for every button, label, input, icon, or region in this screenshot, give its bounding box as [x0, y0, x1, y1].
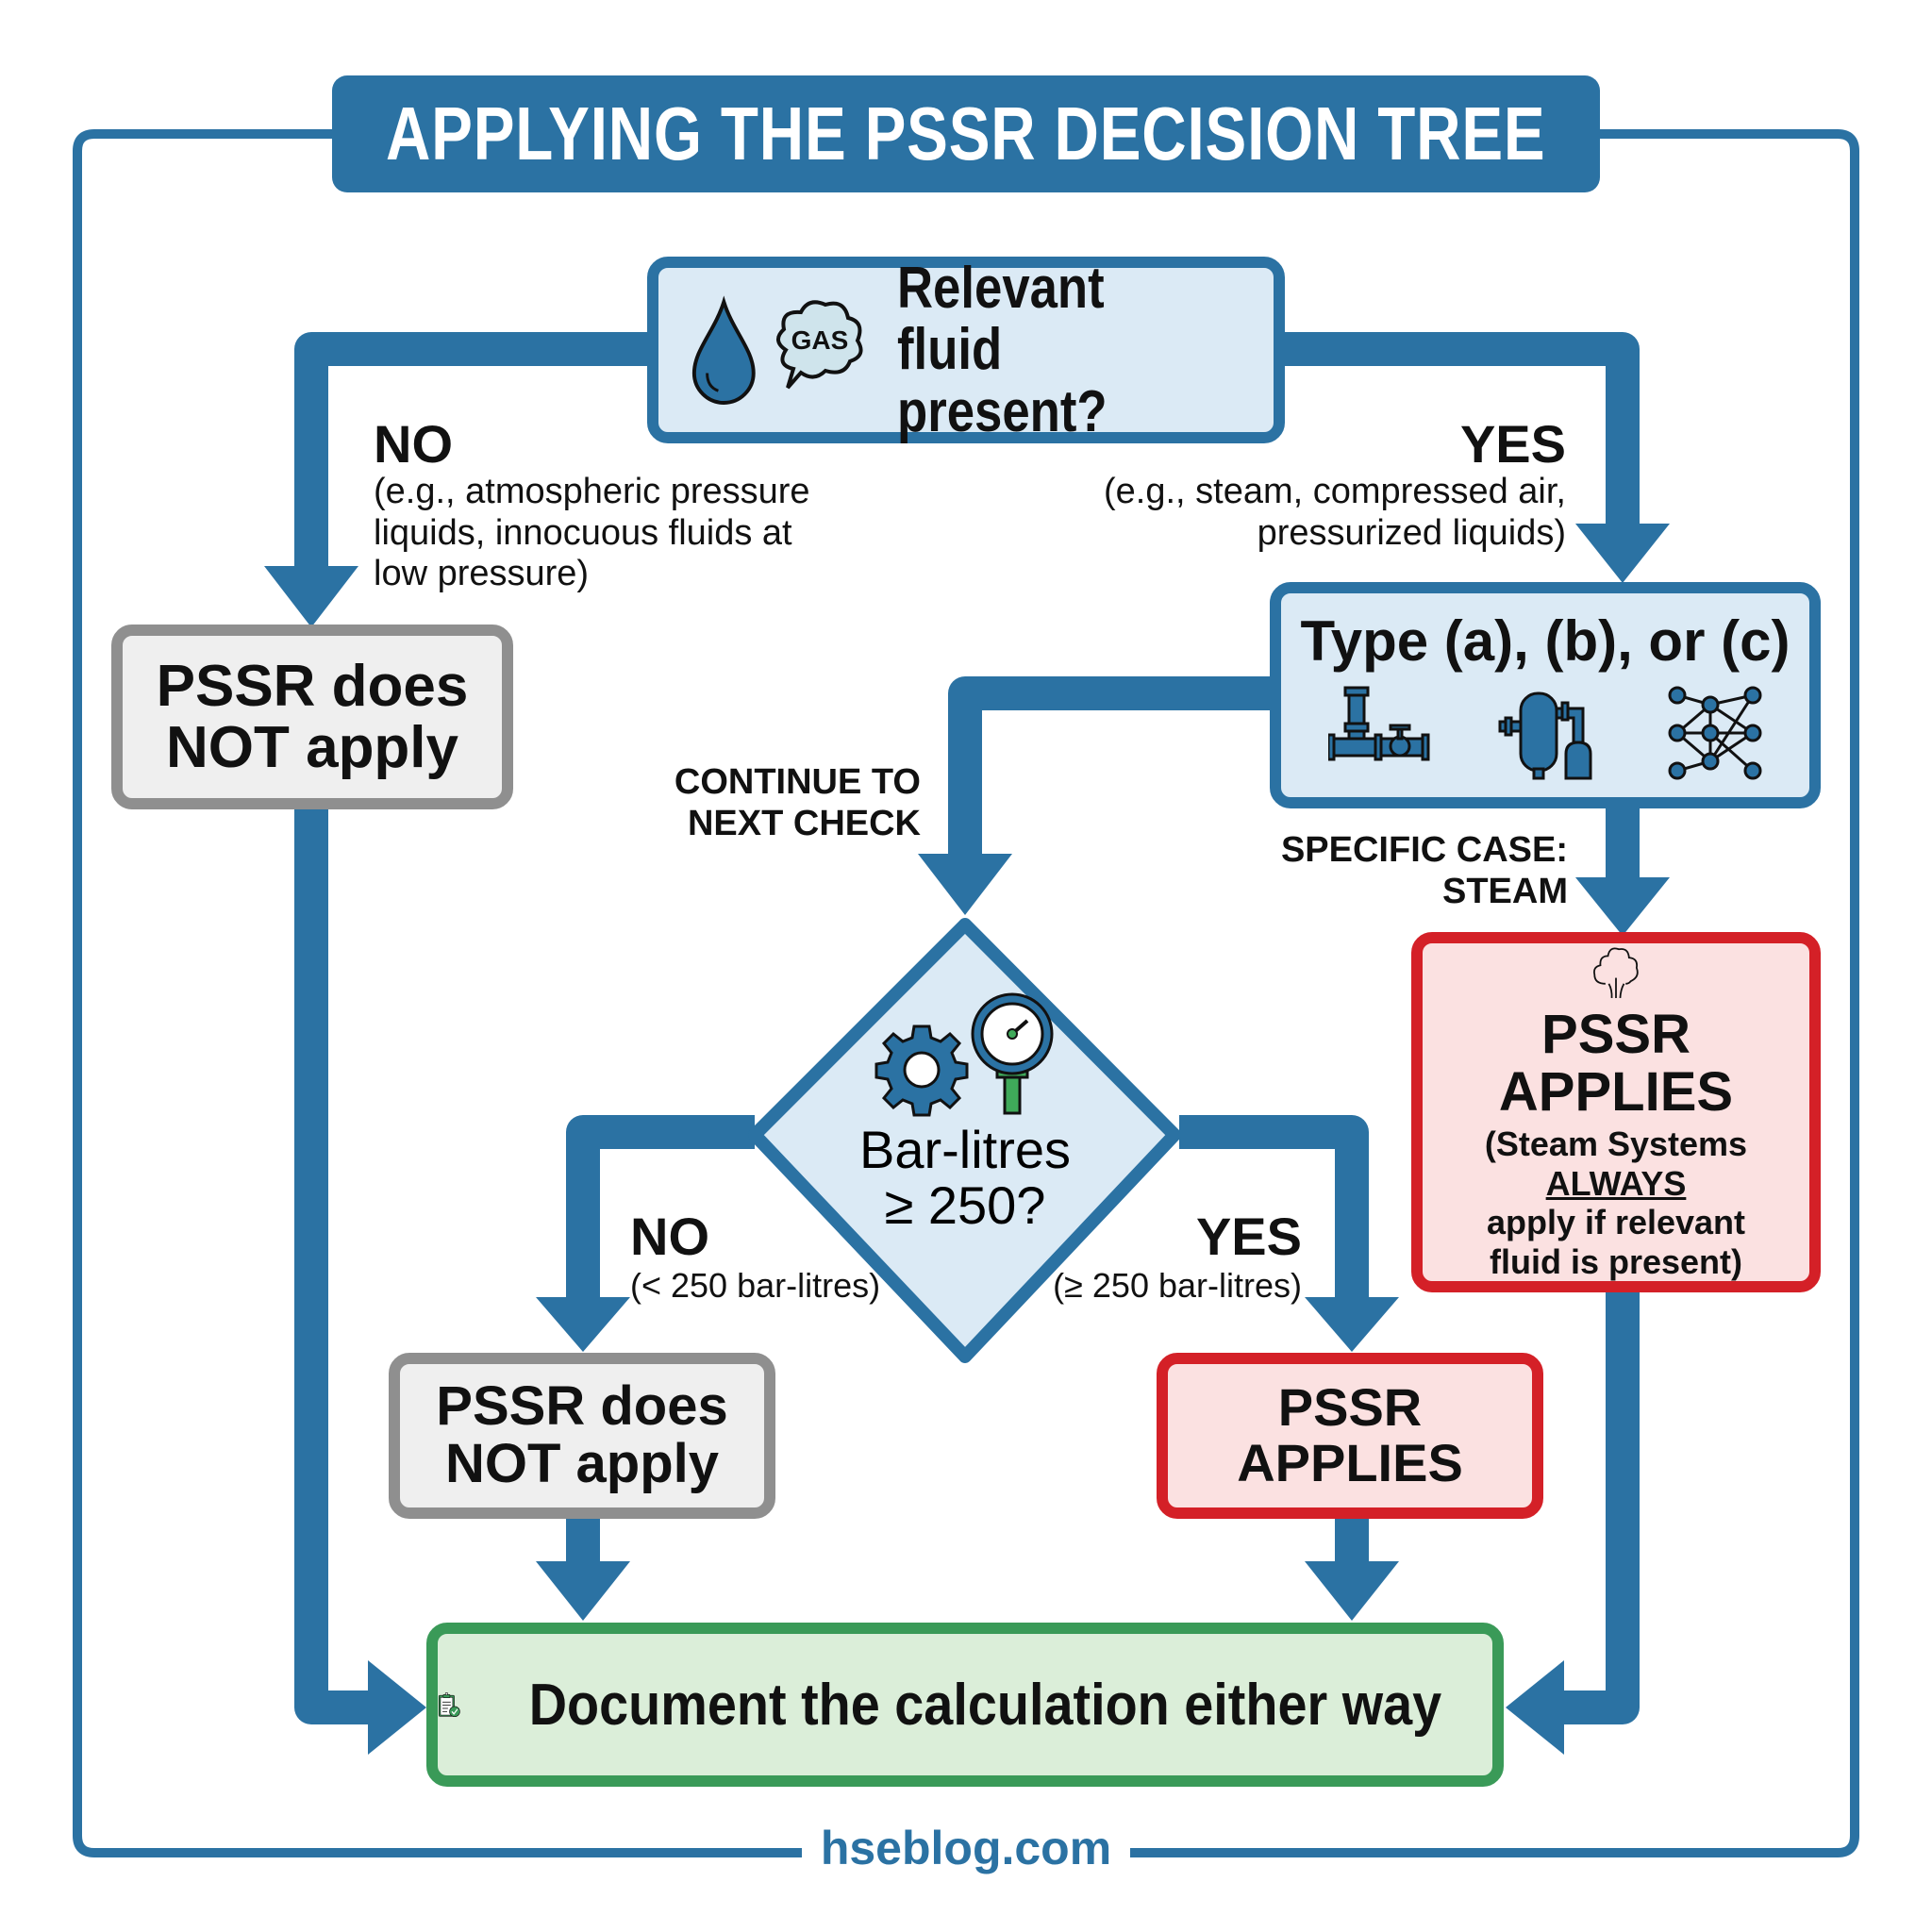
note-emphasis: ALWAYS: [1545, 1163, 1687, 1203]
arrowhead: [1506, 1660, 1564, 1755]
arrowhead: [536, 1297, 630, 1352]
arrowhead: [918, 854, 1012, 915]
gear-icon: [874, 1024, 969, 1117]
connector-bar-no: [566, 1115, 755, 1307]
decision-diamond: [748, 918, 1181, 1363]
node-not-apply-1-line1: PSSR does: [156, 653, 469, 719]
edge-fluid-yes-sub-line: (e.g., steam, compressed air,: [1104, 472, 1566, 511]
edge-fluid-no-sub-line: low pressure): [374, 554, 590, 594]
gas-label: GAS: [791, 325, 849, 355]
edge-fluid-no-sub-line: (e.g., atmospheric pressure: [374, 472, 810, 511]
steam-icon: [1593, 947, 1639, 999]
edge-fluid-yes-sub: (e.g., steam, compressed air, pressurize…: [1104, 472, 1566, 554]
edge-bar-no-label: NO: [630, 1207, 709, 1266]
edge-continue-line: NEXT CHECK: [687, 803, 921, 843]
edge-fluid-yes-sub-line: pressurized liquids): [1257, 512, 1566, 553]
note-line: fluid is present): [1489, 1241, 1743, 1281]
node-document-label: Document the calculation either way: [528, 1672, 1442, 1738]
edge-continue-label: CONTINUE TO NEXT CHECK: [675, 762, 921, 844]
clipboard-check-icon: [438, 1691, 460, 1718]
node-bar-litres: Bar-litres ≥ 250?: [821, 991, 1109, 1234]
node-relevant-fluid: GAS Relevant fluid present?: [647, 257, 1285, 443]
outer-frame: [73, 129, 1859, 1857]
node-applies-1-label: PSSR APPLIES: [1237, 1377, 1463, 1492]
arrowhead: [1305, 1297, 1399, 1352]
connector-fluid-yes: [1278, 332, 1640, 542]
edge-fluid-no-label: NO: [374, 414, 453, 474]
edge-steam-line: SPECIFIC CASE:: [1280, 830, 1568, 870]
connector-left-doc: [294, 807, 382, 1724]
arrowhead: [1575, 877, 1670, 936]
arrowhead: [368, 1660, 426, 1755]
edge-fluid-yes-label: YES: [1459, 414, 1566, 474]
pressure-gauge-icon: [971, 992, 1054, 1115]
note-line: apply if relevant: [1486, 1203, 1746, 1242]
connector-steam-doc: [1547, 1288, 1640, 1724]
node-applies-steam: PSSR APPLIES (Steam Systems ALWAYS apply…: [1411, 932, 1821, 1292]
arrowhead: [264, 566, 358, 627]
connector-continue: [948, 676, 1278, 863]
edge-bar-yes-sub: (≥ 250 bar-litres): [1053, 1266, 1302, 1305]
node-not-apply-2: PSSR does NOT apply: [389, 1353, 775, 1519]
node-bar-litres-line2: ≥ 250?: [884, 1174, 1046, 1235]
page-title: APPLYING THE PSSR DECISION TREE: [386, 92, 1546, 175]
arrowhead: [536, 1561, 630, 1621]
node-not-apply-1-line2: NOT apply: [165, 715, 459, 780]
node-applies-steam-label: PSSR APPLIES: [1498, 1003, 1734, 1123]
node-applies-1: PSSR APPLIES: [1157, 1353, 1543, 1519]
footer: hseblog.com: [0, 1821, 1932, 1875]
gas-cloud-icon: GAS: [767, 293, 871, 407]
node-not-apply-1: PSSR does NOT apply: [111, 625, 513, 809]
pressure-vessel-icon: [1498, 691, 1592, 779]
edge-fluid-no-sub: (e.g., atmospheric pressure liquids, inn…: [374, 472, 810, 595]
node-type-abc-label: Type (a), (b), or (c): [1300, 608, 1790, 673]
node-relevant-fluid-line2: present?: [896, 378, 1108, 444]
edge-bar-yes-label: YES: [1195, 1207, 1302, 1266]
pipework-valve-icon: [1328, 686, 1430, 760]
node-type-abc: Type (a), (b), or (c): [1270, 582, 1821, 808]
edge-bar-no-sub: (< 250 bar-litres): [630, 1266, 881, 1305]
connector-bar-yes: [1179, 1115, 1369, 1307]
node-applies-steam-note: (Steam Systems ALWAYS apply if relevant …: [1423, 1124, 1809, 1281]
node-bar-litres-line1: Bar-litres: [858, 1120, 1072, 1179]
edge-steam-label: SPECIFIC CASE: STEAM: [1281, 830, 1568, 912]
node-not-apply-2-line2: NOT apply: [444, 1433, 720, 1494]
edge-steam-line: STEAM: [1442, 871, 1568, 911]
arrowhead: [1575, 524, 1670, 583]
arrowhead: [1305, 1561, 1399, 1621]
network-icon: [1668, 686, 1762, 779]
water-drop-icon: [691, 295, 756, 405]
connector-fluid-no: [294, 332, 651, 571]
footer-site-link[interactable]: hseblog.com: [801, 1821, 1131, 1875]
note-prefix: (Steam Systems: [1484, 1124, 1748, 1164]
edge-fluid-no-sub-line: liquids, innocuous fluids at: [374, 512, 792, 553]
node-not-apply-2-line1: PSSR does: [436, 1375, 728, 1438]
node-relevant-fluid-line1: Relevant fluid: [896, 256, 1105, 383]
title-banner: APPLYING THE PSSR DECISION TREE: [332, 75, 1600, 192]
edge-continue-line: CONTINUE TO: [674, 762, 921, 802]
node-document: Document the calculation either way: [426, 1623, 1504, 1787]
